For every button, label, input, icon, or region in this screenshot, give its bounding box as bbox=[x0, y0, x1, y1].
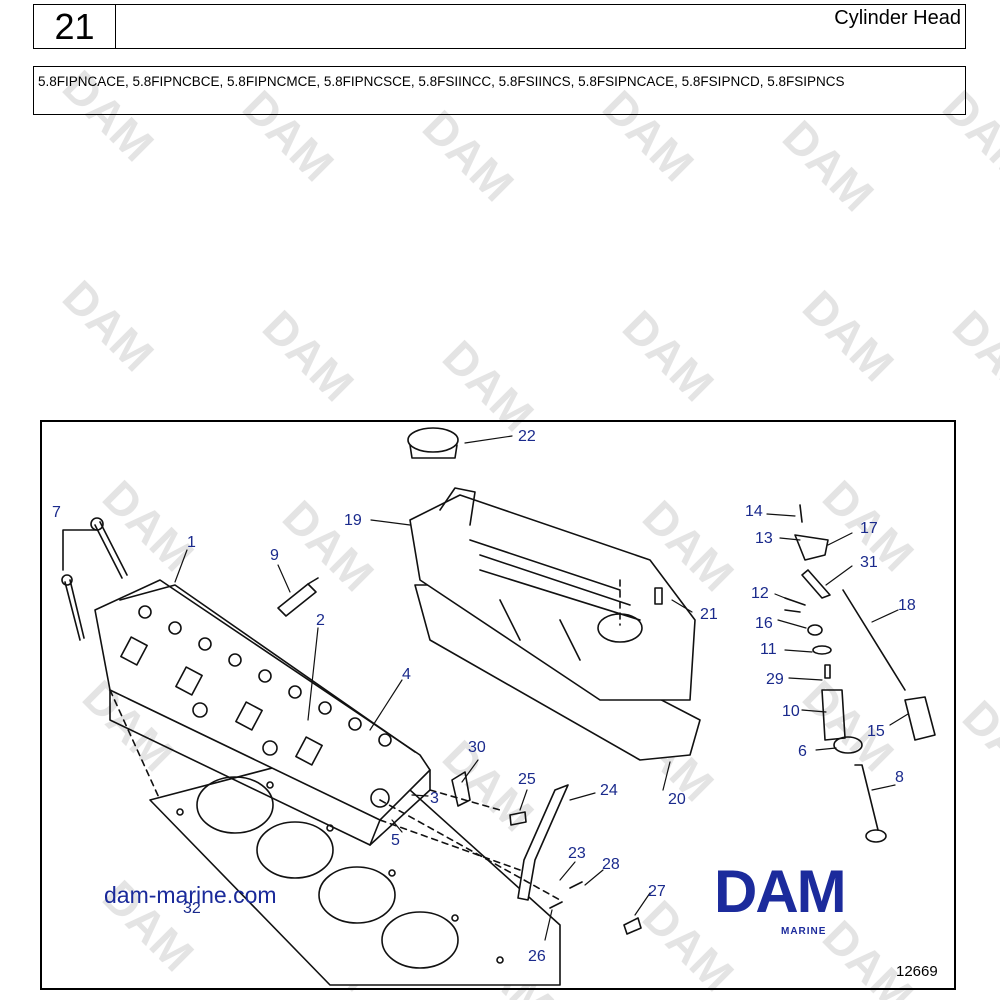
callout-18: 18 bbox=[898, 597, 916, 614]
callout-21: 21 bbox=[700, 606, 718, 623]
callout-22: 22 bbox=[518, 428, 536, 445]
callout-13: 13 bbox=[755, 530, 773, 547]
callout-29: 29 bbox=[766, 671, 784, 688]
callout-1: 1 bbox=[187, 534, 196, 551]
website-url: dam-marine.com bbox=[104, 882, 277, 908]
callout-5: 5 bbox=[391, 832, 400, 849]
callout-12: 12 bbox=[751, 585, 769, 602]
callout-19: 19 bbox=[344, 512, 362, 529]
callout-32: 32 bbox=[183, 900, 201, 917]
callout-20: 20 bbox=[668, 791, 686, 808]
assembly-lines bbox=[109, 579, 621, 901]
callout-6: 6 bbox=[798, 743, 807, 760]
section-number: 21 bbox=[34, 5, 116, 48]
callout-7: 7 bbox=[52, 504, 61, 521]
callout-2: 2 bbox=[316, 612, 325, 629]
callout-24: 24 bbox=[600, 782, 618, 799]
leader-lines bbox=[174, 435, 909, 941]
callout-10: 10 bbox=[782, 703, 800, 720]
callout-8: 8 bbox=[895, 769, 904, 786]
callout-11: 11 bbox=[760, 641, 777, 658]
reference-number: 12669 bbox=[896, 963, 938, 980]
model-list: 5.8FIPNCACE, 5.8FIPNCBCE, 5.8FIPNCMCE, 5… bbox=[33, 66, 966, 115]
callout-4: 4 bbox=[402, 666, 411, 683]
callout-26: 26 bbox=[528, 948, 546, 965]
valve-cover-drawing bbox=[409, 487, 701, 761]
callout-30: 30 bbox=[468, 739, 486, 756]
page-title: Cylinder Head bbox=[834, 7, 961, 29]
callout-labels: 1234567891011121314151617181920212223242… bbox=[52, 428, 916, 965]
callout-15: 15 bbox=[867, 723, 885, 740]
callout-25: 25 bbox=[518, 771, 536, 788]
callout-28: 28 bbox=[602, 856, 620, 873]
oil-cap-drawing bbox=[407, 427, 459, 459]
diagram-frame bbox=[40, 420, 956, 990]
head-bolt-drawing bbox=[61, 517, 128, 641]
callout-31: 31 bbox=[860, 554, 878, 571]
callout-14: 14 bbox=[745, 503, 763, 520]
valve-train-drawing bbox=[784, 504, 936, 843]
bracket-drawing bbox=[517, 784, 569, 901]
callout-16: 16 bbox=[755, 615, 773, 632]
callout-23: 23 bbox=[568, 845, 586, 862]
dam-logo: DAM bbox=[714, 858, 847, 925]
callout-17: 17 bbox=[860, 520, 878, 537]
callout-27: 27 bbox=[648, 883, 666, 900]
callout-3: 3 bbox=[430, 790, 439, 807]
header-bar: 21 Cylinder Head bbox=[33, 4, 966, 49]
dam-logo-subtitle: MARINE bbox=[781, 926, 827, 937]
callout-9: 9 bbox=[270, 547, 279, 564]
spark-plug-drawing bbox=[277, 577, 319, 617]
